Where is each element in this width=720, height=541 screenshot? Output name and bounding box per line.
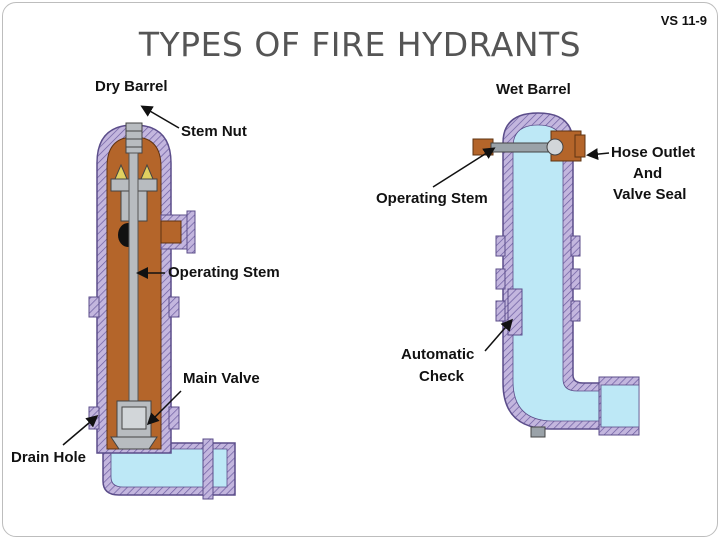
wet-barrel-heading: Wet Barrel	[496, 81, 571, 98]
dry-nozzle-cap	[186, 210, 196, 254]
drain-hole-leader	[62, 415, 99, 446]
automatic-check-label-1: Automatic	[401, 346, 474, 363]
wet-flange-3-left	[495, 300, 506, 322]
dry-side-nozzle-inner	[160, 220, 182, 244]
wet-automatic-check	[507, 288, 523, 336]
wet-barrel-hydrant	[472, 112, 640, 438]
wet-valve-disc	[546, 138, 564, 156]
automatic-check-leader	[484, 318, 513, 352]
dry-operating-stem-label: Operating Stem	[168, 264, 280, 281]
drain-hole-label: Drain Hole	[11, 449, 86, 466]
dry-inlet-water	[110, 448, 228, 488]
main-valve-label: Main Valve	[183, 370, 260, 387]
hose-outlet-leader	[586, 148, 610, 161]
dry-outlet-flange	[202, 438, 214, 500]
hose-outlet-label-1: Hose Outlet	[611, 144, 695, 161]
dry-stem-nut	[125, 122, 143, 154]
wet-flange-3-right	[570, 300, 581, 322]
hose-outlet-label-3: Valve Seal	[613, 186, 686, 203]
dry-flange-lower-right	[168, 406, 180, 430]
slide-title: TYPES OF FIRE HYDRANTS	[138, 25, 582, 64]
wet-flange-1-left	[495, 235, 506, 257]
wet-hose-outlet-cap	[574, 134, 586, 158]
wet-barrel-water	[512, 124, 608, 422]
dry-operating-stem	[128, 152, 139, 404]
wet-base-foot	[530, 426, 546, 438]
wet-outlet-water	[600, 384, 640, 428]
slide-number: VS 11-9	[660, 13, 707, 28]
wet-operating-stem	[490, 142, 554, 153]
dry-packing-left	[114, 163, 128, 180]
dry-valve-seat	[110, 436, 158, 450]
automatic-check-label-2: Check	[419, 368, 465, 385]
dry-main-valve-inner	[121, 406, 147, 430]
dry-barrel-hydrant	[88, 122, 236, 500]
dry-packing-right	[140, 163, 154, 180]
stem-nut-label: Stem Nut	[181, 123, 247, 140]
wet-operating-stem-label: Operating Stem	[376, 190, 488, 207]
dry-flange-upper-left	[88, 296, 100, 318]
wet-flange-2-right	[570, 268, 581, 290]
wet-flange-2-left	[495, 268, 506, 290]
dry-barrel-labels: Dry Barrel Stem Nut Operating Stem Main …	[11, 78, 280, 466]
hydrant-diagram: Dry Barrel Stem Nut Operating Stem Main …	[11, 78, 695, 500]
hose-outlet-label-2: And	[633, 165, 662, 182]
wet-stem-housing	[472, 138, 494, 156]
dry-barrel-heading: Dry Barrel	[95, 78, 168, 95]
main-valve-leader	[146, 390, 182, 426]
wet-operating-stem-leader	[432, 147, 496, 188]
wet-barrel-labels: Wet Barrel Operating Stem Hose Outlet An…	[376, 81, 695, 385]
stem-nut-leader	[140, 105, 180, 129]
wet-flange-1-right	[570, 235, 581, 257]
dry-flange-upper-right	[168, 296, 180, 318]
